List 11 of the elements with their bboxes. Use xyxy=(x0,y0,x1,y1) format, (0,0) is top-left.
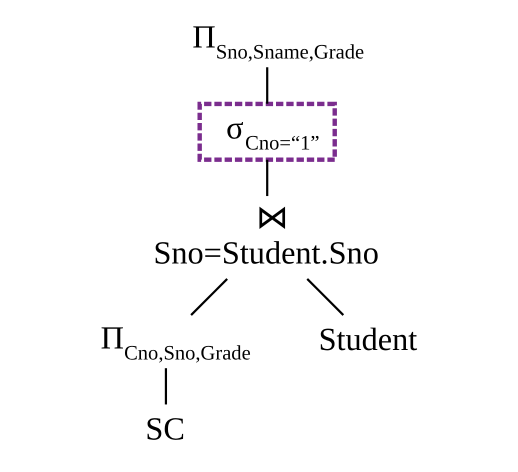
node-text: ⋈ Sno=Student.Sno xyxy=(152,199,378,270)
connector xyxy=(190,278,228,316)
node-box: σ$_{Cno=“1”}$ xyxy=(196,102,336,162)
connector xyxy=(306,278,344,316)
node-text: SC xyxy=(144,410,184,446)
connector xyxy=(266,67,268,104)
node-text: Π$_{Cno,Sno,Grade}$ xyxy=(100,319,250,364)
connector xyxy=(164,368,167,404)
node-text: Student xyxy=(318,320,417,357)
connector xyxy=(266,160,268,196)
node-text: Π$_{Sno,Sname,Grade}$ xyxy=(192,18,364,64)
